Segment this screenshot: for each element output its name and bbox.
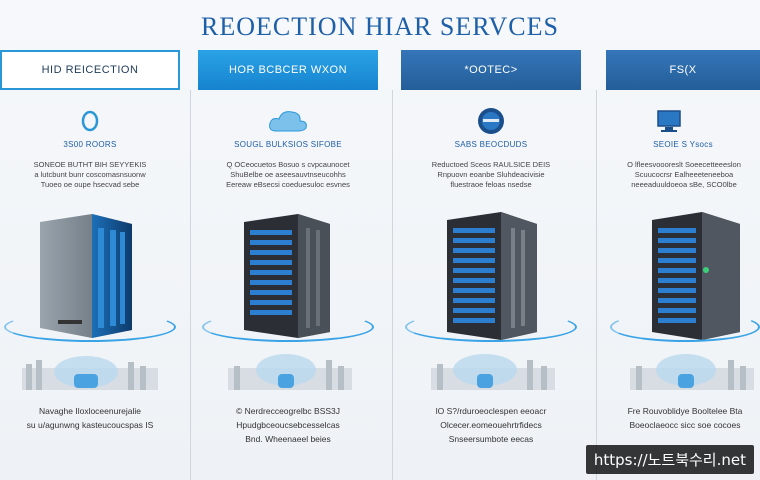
cloud-icon [198, 104, 378, 138]
column-description: SONEOE BUTHT BIH SEYYEKIS a lutcbunt bun… [33, 160, 147, 189]
column-banner[interactable]: HID REICECTION [0, 50, 180, 90]
glow-ring [405, 312, 577, 342]
column-banner[interactable]: *OOTEC> [401, 50, 581, 90]
column-description: Q OCeocuetos Bosuo s cvpcaunocet ShuBelb… [226, 160, 350, 189]
column-footer: Navaghe Iloxloceenurejalie su u/agunwng … [26, 406, 154, 430]
column-footer: lO S?/rduroeoclespen eeoacr Olcecer.eome… [435, 406, 547, 444]
column-divider [190, 90, 191, 480]
data-center-dome-illustration [431, 354, 555, 390]
watermark-url: https://노트북수리.net [585, 445, 754, 474]
service-column-4: FS(X SEOIE S Ysocs O lfleesvoooreslt Soe… [606, 50, 760, 480]
column-sub-label: SEOIE S Ysocs [653, 140, 713, 149]
glow-ring [202, 312, 374, 342]
glow-ring [4, 312, 176, 342]
service-column-2: HOR BCBCER WXON SOUGL BULKSIOS SIFOBE Q … [198, 50, 378, 480]
monitor-icon [592, 104, 746, 138]
page-title: REOECTION HIAR SERVCES [201, 12, 559, 41]
server-rack-illustration [447, 212, 537, 340]
ring-icon [0, 104, 180, 138]
service-columns: HID REICECTION 3S00 ROORS SONEOE BUTHT B… [0, 50, 760, 480]
disc-icon [401, 104, 581, 138]
column-sub-label: SABS BEOCDUDS [454, 140, 528, 149]
data-center-dome-illustration [228, 354, 352, 390]
service-column-1: HID REICECTION 3S00 ROORS SONEOE BUTHT B… [0, 50, 180, 480]
column-divider [596, 90, 597, 480]
data-center-dome-illustration [22, 356, 158, 390]
column-description: Reductoed Sceos RAULSICE DEIS Rnpuovn eo… [431, 160, 551, 189]
column-divider [392, 90, 393, 480]
server-tower-illustration [40, 214, 132, 338]
server-rack-illustration [244, 214, 330, 338]
column-sub-label: SOUGL BULKSIOS SIFOBE [234, 140, 342, 149]
glow-ring [610, 312, 760, 342]
data-center-dome-illustration [630, 354, 754, 390]
column-footer: © Nerdrecceogrelbc BSS3J Hpudgbceoucsebc… [235, 406, 341, 444]
column-description: O lfleesvoooreslt Soeecetteeeslon Scuuco… [627, 160, 741, 189]
column-sub-label: 3S00 ROORS [63, 140, 117, 149]
service-column-3: *OOTEC> SABS BEOCDUDS Reductoed Sceos RA… [401, 50, 581, 480]
column-banner[interactable]: FS(X [606, 50, 760, 90]
column-footer: Fre Rouvoblidye Booltelee Bta Boeoclaeoc… [627, 406, 743, 430]
column-banner[interactable]: HOR BCBCER WXON [198, 50, 378, 90]
